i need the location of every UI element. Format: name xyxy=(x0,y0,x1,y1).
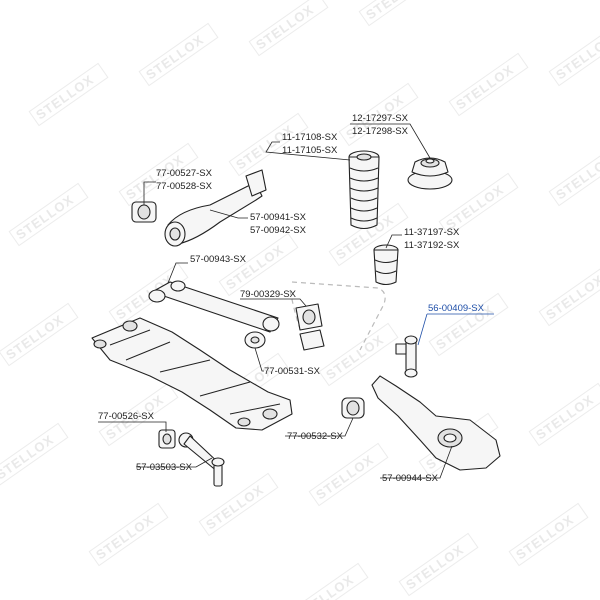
label-77-00532[interactable]: 77-00532-SX xyxy=(287,431,344,442)
label-11-17105[interactable]: 11-17105-SX xyxy=(282,145,338,156)
svg-text:STELLOX: STELLOX xyxy=(553,152,600,203)
label-57-00944[interactable]: 57-00944-SX xyxy=(382,473,439,484)
svg-text:STELLOX: STELLOX xyxy=(143,32,206,83)
svg-text:STELLOX: STELLOX xyxy=(253,2,316,53)
label-56-00409-highlighted[interactable]: 56-00409-SX xyxy=(428,303,485,314)
label-57-00943[interactable]: 57-00943-SX xyxy=(190,254,247,265)
link-bushing-part-77-00531[interactable] xyxy=(244,331,266,349)
label-77-00526[interactable]: 77-00526-SX xyxy=(98,411,155,422)
svg-text:STELLOX: STELLOX xyxy=(33,72,96,123)
watermark-logo: STELLOX xyxy=(548,142,600,207)
label-12-17298[interactable]: 12-17298-SX xyxy=(352,126,409,137)
svg-text:STELLOX: STELLOX xyxy=(363,0,426,22)
svg-text:STELLOX: STELLOX xyxy=(13,192,76,243)
watermark-logo: STELLOX xyxy=(308,442,389,507)
watermark-logo: STELLOX xyxy=(138,22,219,87)
svg-text:STELLOX: STELLOX xyxy=(0,432,57,483)
watermark-logo: STELLOX xyxy=(548,22,600,87)
watermark-logo: STELLOX xyxy=(318,322,399,387)
label-77-00527[interactable]: 77-00527-SX xyxy=(156,168,213,179)
svg-text:STELLOX: STELLOX xyxy=(453,62,516,113)
label-57-00941[interactable]: 57-00941-SX xyxy=(250,212,307,223)
svg-text:STELLOX: STELLOX xyxy=(553,32,600,83)
toe-link-part[interactable] xyxy=(178,432,225,487)
watermark-logo: STELLOX xyxy=(0,422,69,487)
svg-text:STELLOX: STELLOX xyxy=(313,452,376,503)
lower-arm-bushing-part[interactable] xyxy=(341,397,365,419)
svg-text:STELLOX: STELLOX xyxy=(93,512,156,563)
watermark-logo: STELLOX xyxy=(248,0,329,57)
watermark-logo: STELLOX xyxy=(538,262,600,327)
label-11-37192[interactable]: 11-37192-SX xyxy=(404,240,460,251)
stabilizer-bushing-part[interactable] xyxy=(295,303,325,351)
watermark-logo: STELLOX xyxy=(528,382,600,447)
label-11-17108[interactable]: 11-17108-SX xyxy=(282,132,338,143)
label-79-00329[interactable]: 79-00329-SX xyxy=(240,289,297,300)
watermark-logo: STELLOX xyxy=(288,562,369,600)
watermark-logo: STELLOX xyxy=(508,502,589,567)
svg-text:STELLOX: STELLOX xyxy=(533,392,596,443)
subframe-bushing-part[interactable] xyxy=(158,429,176,449)
watermark-logo: STELLOX xyxy=(88,502,169,567)
label-12-17297[interactable]: 12-17297-SX xyxy=(352,113,409,124)
svg-text:STELLOX: STELLOX xyxy=(323,332,386,383)
lateral-link-part[interactable] xyxy=(148,280,280,333)
lower-control-arm-part[interactable] xyxy=(371,375,501,471)
watermark-logo: STELLOX xyxy=(448,52,529,117)
svg-text:STELLOX: STELLOX xyxy=(513,512,576,563)
watermark-logo: STELLOX xyxy=(358,0,439,27)
svg-text:STELLOX: STELLOX xyxy=(443,182,506,233)
label-11-37197[interactable]: 11-37197-SX xyxy=(404,227,460,238)
svg-text:STELLOX: STELLOX xyxy=(3,312,66,363)
stabilizer-link-part-highlighted[interactable] xyxy=(395,335,418,378)
bump-stop-part[interactable] xyxy=(373,244,399,286)
watermark-logo: STELLOX xyxy=(8,182,89,247)
label-77-00528[interactable]: 77-00528-SX xyxy=(156,181,213,192)
svg-text:STELLOX: STELLOX xyxy=(293,572,356,600)
subframe-part[interactable] xyxy=(91,317,293,431)
svg-text:STELLOX: STELLOX xyxy=(403,542,466,593)
watermark-logo: STELLOX xyxy=(28,62,109,127)
label-57-00942[interactable]: 57-00942-SX xyxy=(250,225,307,236)
label-57-03503[interactable]: 57-03503-SX xyxy=(136,462,193,473)
watermark-logo: STELLOX xyxy=(398,532,479,597)
shock-boot-part[interactable] xyxy=(348,150,380,230)
label-77-00531[interactable]: 77-00531-SX xyxy=(264,366,321,377)
watermark-logo: STELLOX xyxy=(198,472,279,537)
watermark-logo: STELLOX xyxy=(0,302,79,367)
svg-text:STELLOX: STELLOX xyxy=(203,482,266,533)
svg-text:STELLOX: STELLOX xyxy=(543,272,600,323)
part-labels: 77-00527-SX 77-00528-SX 11-17108-SX 11-1… xyxy=(98,113,485,484)
svg-text:STELLOX: STELLOX xyxy=(223,242,286,293)
upper-control-arm-part[interactable] xyxy=(164,169,267,247)
strut-top-mount-part[interactable] xyxy=(407,157,453,190)
leader-lines xyxy=(98,123,494,479)
